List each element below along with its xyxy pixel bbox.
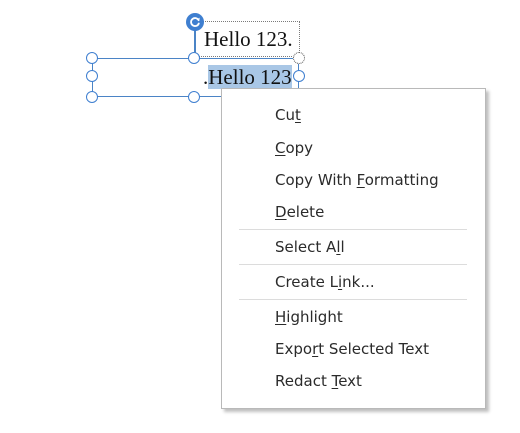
text-prefix: . [203, 65, 209, 89]
menu-item-highlight[interactable]: Highlight [275, 308, 343, 326]
menu-separator [239, 299, 467, 300]
resize-handle-top-center[interactable] [188, 52, 200, 64]
resize-handle-bottom-left[interactable] [86, 91, 98, 103]
menu-item-create-link[interactable]: Create Link... [275, 273, 375, 291]
resize-handle-top-right[interactable] [293, 52, 305, 64]
menu-item-copy-with-formatting[interactable]: Copy With Formatting [275, 171, 439, 189]
text-box-top[interactable] [195, 21, 300, 57]
menu-item-select-all[interactable]: Select All [275, 238, 345, 256]
menu-separator [239, 264, 467, 265]
text-box-bottom-content[interactable]: .Hello 123 [203, 65, 292, 90]
resize-handle-middle-right[interactable] [293, 70, 305, 82]
context-menu: Cut Copy Copy With Formatting Delete Sel… [221, 88, 486, 409]
resize-handle-middle-left[interactable] [86, 70, 98, 82]
menu-separator [239, 229, 467, 230]
resize-handle-bottom-center[interactable] [188, 91, 200, 103]
menu-item-delete[interactable]: Delete [275, 203, 325, 221]
menu-item-cut[interactable]: Cut [275, 106, 301, 124]
rotate-icon[interactable] [186, 13, 204, 31]
menu-item-redact-text[interactable]: Redact Text [275, 372, 362, 390]
menu-item-export-selected-text[interactable]: Export Selected Text [275, 340, 430, 358]
menu-item-copy[interactable]: Copy [275, 139, 314, 157]
text-box-top-content[interactable]: Hello 123. [204, 27, 293, 51]
rotate-handle-stem [194, 30, 196, 52]
resize-handle-top-left[interactable] [86, 52, 98, 64]
selected-text[interactable]: Hello 123 [208, 65, 292, 89]
